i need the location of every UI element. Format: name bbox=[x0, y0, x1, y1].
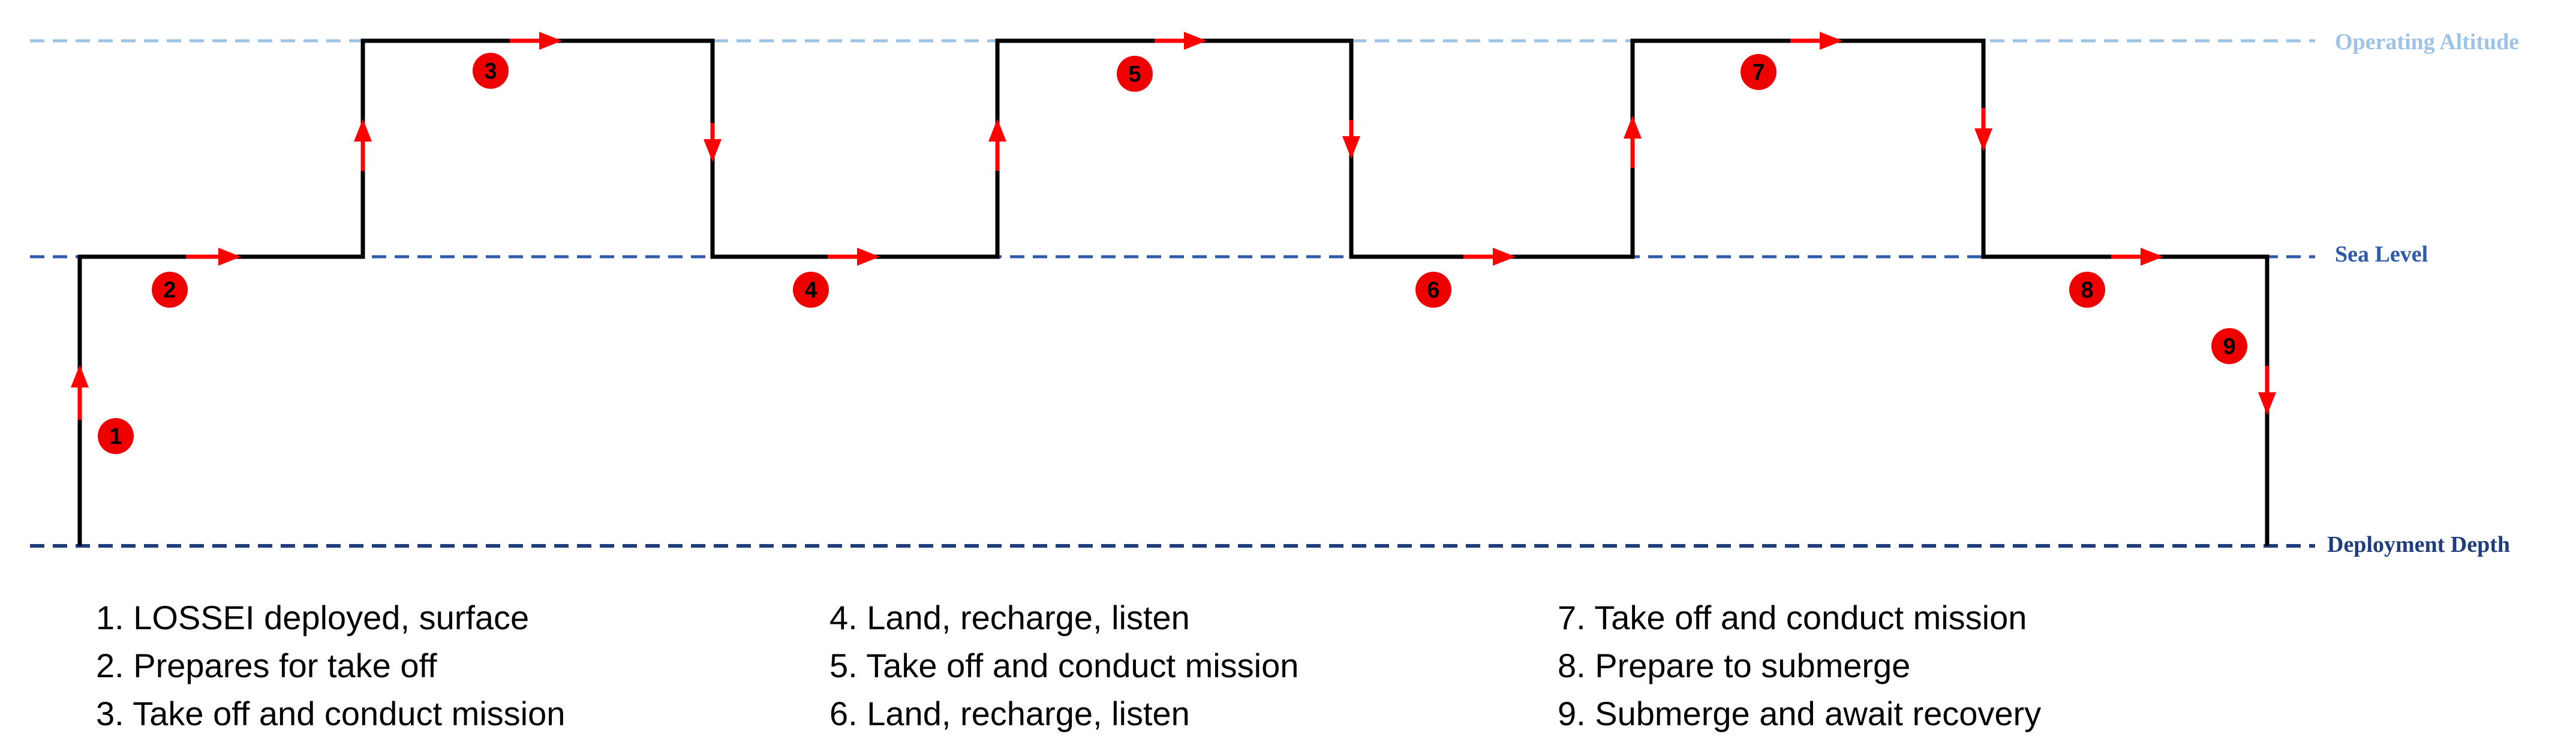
legend-column-1: 1. LOSSEI deployed, surface 2. Prepares … bbox=[96, 594, 565, 738]
svg-text:1: 1 bbox=[109, 424, 122, 449]
step-marker: 6 bbox=[1415, 272, 1451, 308]
svg-text:2: 2 bbox=[163, 278, 176, 303]
step-marker: 8 bbox=[2069, 272, 2105, 308]
step-marker: 4 bbox=[793, 272, 829, 308]
arrow-down-icon bbox=[1342, 120, 1360, 159]
legend-column-3: 7. Take off and conduct mission 8. Prepa… bbox=[1558, 594, 2041, 738]
step-marker: 7 bbox=[1741, 54, 1777, 90]
arrow-up-icon bbox=[988, 119, 1006, 171]
arrow-down-icon bbox=[2258, 366, 2276, 415]
arrow-right-icon bbox=[2111, 248, 2163, 266]
arrow-right-icon bbox=[186, 248, 241, 266]
step-marker: 9 bbox=[2211, 328, 2247, 364]
step-marker: 5 bbox=[1117, 56, 1153, 92]
svg-text:4: 4 bbox=[804, 278, 817, 303]
svg-text:7: 7 bbox=[1752, 60, 1765, 85]
legend-item: 2. Prepares for take off bbox=[96, 647, 437, 684]
legend-item: 6. Land, recharge, listen bbox=[829, 695, 1190, 732]
legend-column-2: 4. Land, recharge, listen 5. Take off an… bbox=[829, 594, 1298, 738]
arrow-right-icon bbox=[828, 248, 880, 266]
legend-item: 3. Take off and conduct mission bbox=[96, 695, 566, 732]
arrow-right-icon bbox=[1463, 248, 1516, 266]
svg-text:6: 6 bbox=[1427, 278, 1439, 303]
arrow-down-icon bbox=[1974, 108, 1992, 151]
arrow-down-icon bbox=[704, 123, 722, 162]
arrow-up-icon bbox=[1624, 116, 1642, 168]
legend-item: 4. Land, recharge, listen bbox=[829, 599, 1190, 636]
mission-path bbox=[77, 38, 2270, 546]
legend-item: 8. Prepare to submerge bbox=[1558, 647, 1911, 684]
arrow-up-icon bbox=[354, 119, 372, 171]
step-marker: 1 bbox=[98, 418, 134, 454]
svg-text:3: 3 bbox=[484, 59, 497, 84]
arrow-right-icon bbox=[510, 32, 562, 50]
legend-item: 9. Submerge and await recovery bbox=[1558, 695, 2042, 732]
legend-item: 1. LOSSEI deployed, surface bbox=[96, 599, 530, 636]
step-marker: 2 bbox=[152, 272, 188, 308]
arrow-right-icon bbox=[1155, 32, 1207, 50]
legend-item: 5. Take off and conduct mission bbox=[829, 647, 1299, 684]
svg-text:9: 9 bbox=[2223, 334, 2235, 359]
direction-arrows bbox=[71, 32, 2276, 420]
svg-text:8: 8 bbox=[2081, 278, 2093, 303]
sea-level-label: Sea Level bbox=[2335, 242, 2428, 267]
arrow-up-icon bbox=[71, 365, 89, 420]
step-marker: 3 bbox=[473, 53, 509, 89]
deployment-depth-label: Deployment Depth bbox=[2327, 532, 2510, 557]
arrow-right-icon bbox=[1790, 32, 1842, 50]
svg-text:5: 5 bbox=[1128, 62, 1141, 87]
legend-item: 7. Take off and conduct mission bbox=[1558, 599, 2027, 636]
operating-altitude-label: Operating Altitude bbox=[2335, 29, 2519, 55]
